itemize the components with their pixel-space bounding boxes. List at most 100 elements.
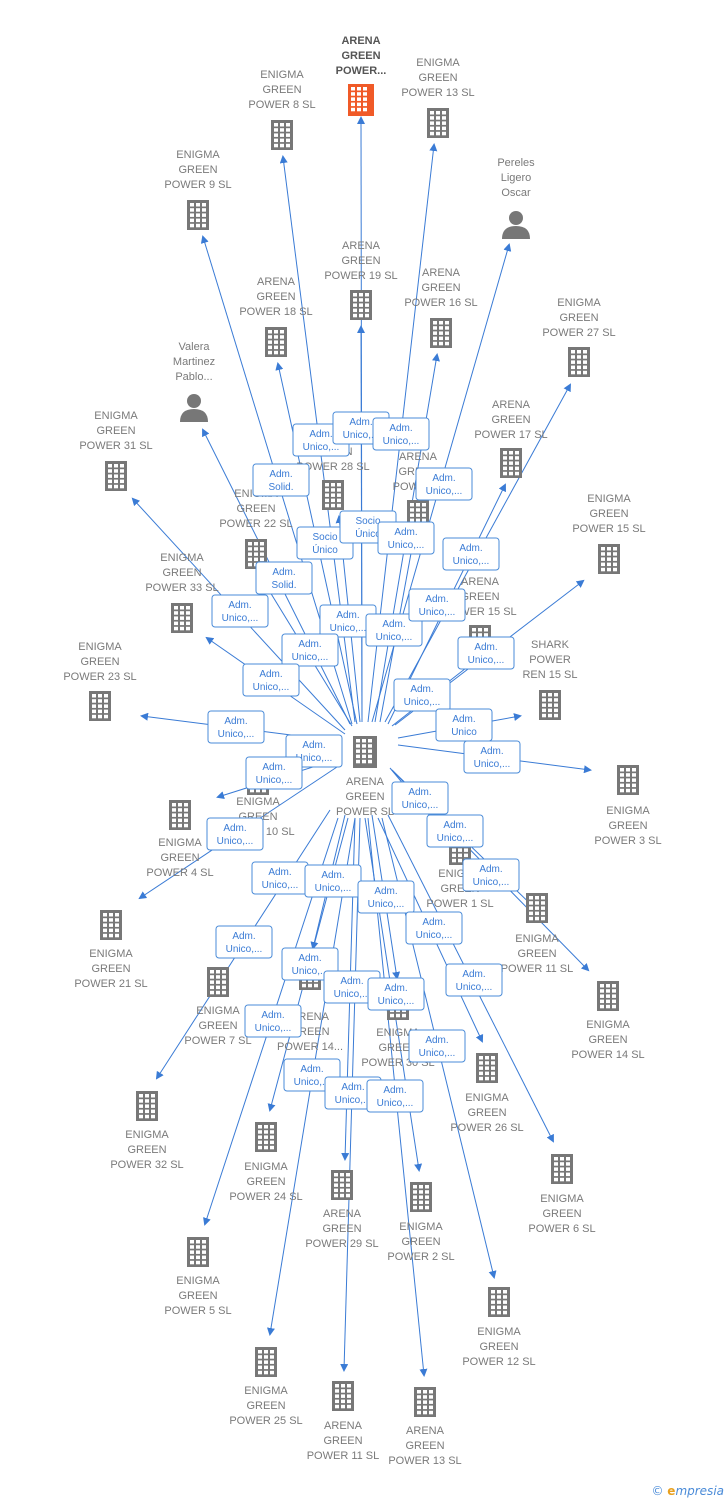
edge-label-line: Único bbox=[355, 527, 381, 540]
edge-label: Adm.Unico,... bbox=[408, 588, 466, 622]
building-icon[interactable] bbox=[350, 290, 372, 320]
edge-label-line: Socio bbox=[312, 532, 337, 543]
edge-label: Adm.Unico,... bbox=[426, 814, 484, 848]
edge-label: Adm.Unico,... bbox=[408, 1029, 466, 1063]
edge-label-line: Adm. bbox=[309, 429, 332, 440]
building-icon[interactable] bbox=[207, 967, 229, 997]
building-icon[interactable] bbox=[414, 1387, 436, 1417]
edge-label-line: Unico,... bbox=[262, 880, 299, 891]
building-icon[interactable] bbox=[169, 800, 191, 830]
building-icon[interactable] bbox=[488, 1287, 510, 1317]
edge-label-line: Adm. bbox=[389, 423, 412, 434]
edge-label: Adm.Unico,... bbox=[463, 740, 521, 774]
edge-label-line: Adm. bbox=[384, 983, 407, 994]
edge-label-line: Adm. bbox=[459, 543, 482, 554]
building-icon[interactable] bbox=[539, 690, 561, 720]
edge-label: Adm.Unico,... bbox=[442, 537, 500, 571]
edge-label-line: Unico,... bbox=[315, 883, 352, 894]
building-icon[interactable] bbox=[187, 200, 209, 230]
edge-label-line: Unico,... bbox=[368, 899, 405, 910]
edge-label-line: Unico,... bbox=[343, 430, 380, 441]
brand-name: mpresia bbox=[675, 1484, 724, 1498]
edge-label-line: Adm. bbox=[321, 870, 344, 881]
building-icon[interactable] bbox=[89, 691, 111, 721]
edge-label: Adm.Solid. bbox=[252, 463, 310, 497]
edge-label-line: Unico,... bbox=[255, 1023, 292, 1034]
building-icon[interactable] bbox=[271, 120, 293, 150]
edge-label-line: Unico,... bbox=[330, 623, 367, 634]
edge-label-line: Adm. bbox=[262, 762, 285, 773]
person-icon[interactable] bbox=[180, 394, 208, 422]
edge-label-line: Unico,... bbox=[256, 775, 293, 786]
building-icon[interactable] bbox=[331, 1170, 353, 1200]
edge-label-line: Adm. bbox=[383, 1085, 406, 1096]
edge-label: Adm. Unico,... bbox=[304, 864, 362, 898]
edge-label-line: Adm. bbox=[228, 600, 251, 611]
building-icon[interactable] bbox=[598, 544, 620, 574]
edge-label: Adm. Solid. bbox=[255, 561, 313, 595]
edge-label-line: Unico,... bbox=[226, 944, 263, 955]
edge-label-line: Adm. bbox=[408, 787, 431, 798]
building-icon[interactable] bbox=[255, 1122, 277, 1152]
edge-label: Adm.Unico,... bbox=[207, 710, 265, 744]
building-icon[interactable] bbox=[427, 108, 449, 138]
building-icon[interactable] bbox=[430, 318, 452, 348]
edge-label: Adm.Unico,... bbox=[366, 1079, 424, 1113]
edge-label-line: Unico,... bbox=[292, 652, 329, 663]
building-icon[interactable] bbox=[255, 1347, 277, 1377]
edge-label-line: Adm. bbox=[232, 931, 255, 942]
center-building-icon[interactable] bbox=[353, 736, 377, 768]
edge-label-line: Unico,... bbox=[419, 607, 456, 618]
building-icon[interactable] bbox=[617, 765, 639, 795]
edge-label-line: Adm. bbox=[272, 567, 295, 578]
edge-label: Adm. Unico,... bbox=[245, 756, 303, 790]
building-icon[interactable] bbox=[410, 1182, 432, 1212]
edge-label-line: Unico,... bbox=[292, 966, 329, 977]
edge-label-line: Adm. bbox=[298, 953, 321, 964]
building-icon[interactable] bbox=[322, 480, 344, 510]
building-icon[interactable] bbox=[171, 603, 193, 633]
edge-label-line: Adm. bbox=[340, 976, 363, 987]
building-icon[interactable] bbox=[265, 327, 287, 357]
building-icon[interactable] bbox=[551, 1154, 573, 1184]
edge-label-line: Unico,... bbox=[402, 800, 439, 811]
edge-label-line: Adm. bbox=[298, 639, 321, 650]
building-icon[interactable] bbox=[100, 910, 122, 940]
person-icon[interactable] bbox=[502, 211, 530, 239]
building-icon[interactable] bbox=[568, 347, 590, 377]
edge-label-line: Adm. bbox=[382, 619, 405, 630]
building-icon[interactable] bbox=[500, 448, 522, 478]
edge-label-line: Unico,... bbox=[473, 877, 510, 888]
building-icon[interactable] bbox=[597, 981, 619, 1011]
focus-building-icon[interactable] bbox=[348, 84, 374, 116]
building-icon[interactable] bbox=[526, 893, 548, 923]
edge-label: Adm. Unico,... bbox=[372, 417, 430, 451]
edge-label-line: Unico,... bbox=[383, 436, 420, 447]
building-icon[interactable] bbox=[105, 461, 127, 491]
building-icon[interactable] bbox=[136, 1091, 158, 1121]
building-icon[interactable] bbox=[187, 1237, 209, 1267]
edge-label-line: Solid. bbox=[271, 580, 296, 591]
building-icon[interactable] bbox=[332, 1381, 354, 1411]
edge-label-line: Unico,... bbox=[378, 996, 415, 1007]
edge-label-line: Adm. bbox=[425, 1035, 448, 1046]
building-icon[interactable] bbox=[476, 1053, 498, 1083]
edge-label: Adm.Unico,... bbox=[357, 880, 415, 914]
